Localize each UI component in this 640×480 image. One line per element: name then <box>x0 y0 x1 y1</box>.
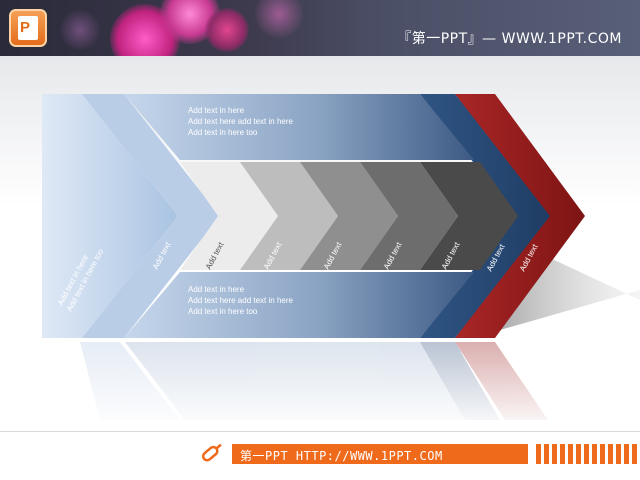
chevron-step-3 <box>300 162 398 270</box>
bottom-band <box>124 272 474 338</box>
arrow-shadow <box>500 258 640 330</box>
document-shape <box>18 16 38 40</box>
bokeh-decoration <box>255 0 303 38</box>
chevron-step-2 <box>240 162 338 270</box>
left-panel <box>42 94 178 338</box>
p-letter: P <box>20 19 31 36</box>
header-bar: P 『第一PPT』— WWW.1PPT.COM <box>0 0 640 74</box>
top-band-line: Add text in here <box>188 106 245 115</box>
footer-stripes <box>536 444 640 464</box>
top-band <box>124 94 474 160</box>
pin-icon <box>201 443 222 462</box>
footer-divider <box>0 431 640 432</box>
bokeh-decoration <box>205 8 249 52</box>
reflection-fade <box>0 342 640 432</box>
bottom-band-line: Add text in here <box>188 285 245 294</box>
bokeh-decoration <box>60 10 100 50</box>
header-title: 『第一PPT』— WWW.1PPT.COM <box>397 31 622 47</box>
chevron-step-4 <box>360 162 458 270</box>
chevron-step-1 <box>180 162 278 270</box>
top-band-line: Add text here add text in here <box>188 117 294 126</box>
footer-bar <box>232 444 528 464</box>
light-chevron <box>82 94 220 338</box>
bottom-band-line: Add text in here too <box>188 307 258 316</box>
bottom-band-line: Add text here add text in here <box>188 296 294 305</box>
powerpoint-icon[interactable]: P <box>9 9 47 47</box>
chevron-step-5 <box>420 162 518 270</box>
blue-arrow <box>420 94 550 338</box>
red-arrow <box>455 94 585 338</box>
top-band-line: Add text in here too <box>188 128 258 137</box>
footer-text[interactable]: 第一PPT HTTP://WWW.1PPT.COM <box>240 449 443 463</box>
